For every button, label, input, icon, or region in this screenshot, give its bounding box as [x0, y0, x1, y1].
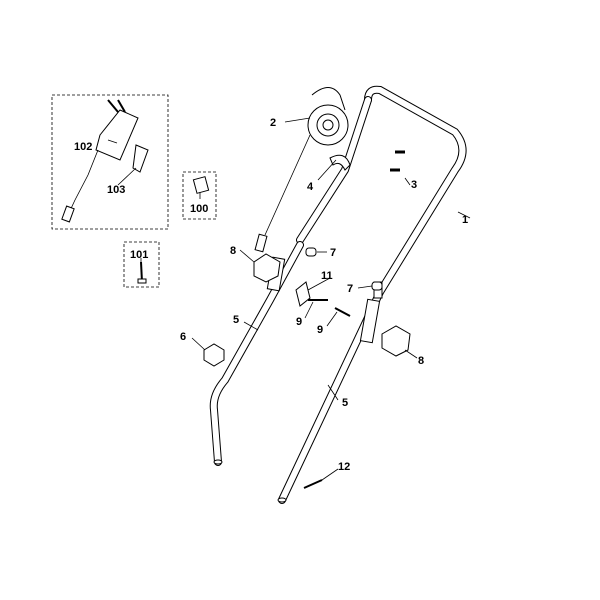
throttle-lever-assembly — [254, 87, 349, 253]
screw-12 — [303, 479, 323, 489]
switch-box-assembly — [61, 99, 149, 223]
bolt-9b — [334, 307, 351, 317]
callout-100: 100 — [190, 203, 208, 215]
part-100 — [192, 176, 210, 194]
lower-handle-left — [209, 241, 304, 466]
leader-lines — [107, 117, 471, 481]
kit-box-100 — [182, 171, 217, 220]
callout-9-left: 9 — [296, 316, 302, 328]
callout-103: 103 — [107, 184, 125, 196]
callout-101: 101 — [130, 249, 148, 261]
callout-2: 2 — [270, 117, 276, 129]
callout-9-right: 9 — [317, 324, 323, 336]
callout-6: 6 — [180, 331, 186, 343]
bolt-101 — [137, 261, 147, 284]
callout-11: 11 — [321, 270, 333, 282]
callout-5-right: 5 — [342, 397, 348, 409]
callout-7-upper: 7 — [330, 247, 336, 259]
cap-7a — [305, 247, 317, 257]
knob-8a — [253, 253, 281, 283]
callout-12: 12 — [338, 461, 350, 473]
callout-7-lower: 7 — [347, 283, 353, 295]
callout-1: 1 — [462, 214, 468, 226]
nut-6 — [203, 343, 225, 367]
kit-box-102-103 — [51, 94, 169, 230]
knob-8b — [381, 325, 411, 357]
cap-7b — [371, 281, 383, 291]
screws-3 — [390, 150, 405, 172]
bracket-11 — [295, 281, 311, 307]
callout-8-right: 8 — [418, 355, 424, 367]
callout-3: 3 — [411, 179, 417, 191]
kit-box-101 — [123, 241, 160, 288]
callout-8-left: 8 — [230, 245, 236, 257]
callout-4: 4 — [307, 181, 314, 193]
callout-102: 102 — [74, 141, 92, 153]
callout-5-left: 5 — [233, 314, 239, 326]
cable-clip — [329, 154, 351, 171]
